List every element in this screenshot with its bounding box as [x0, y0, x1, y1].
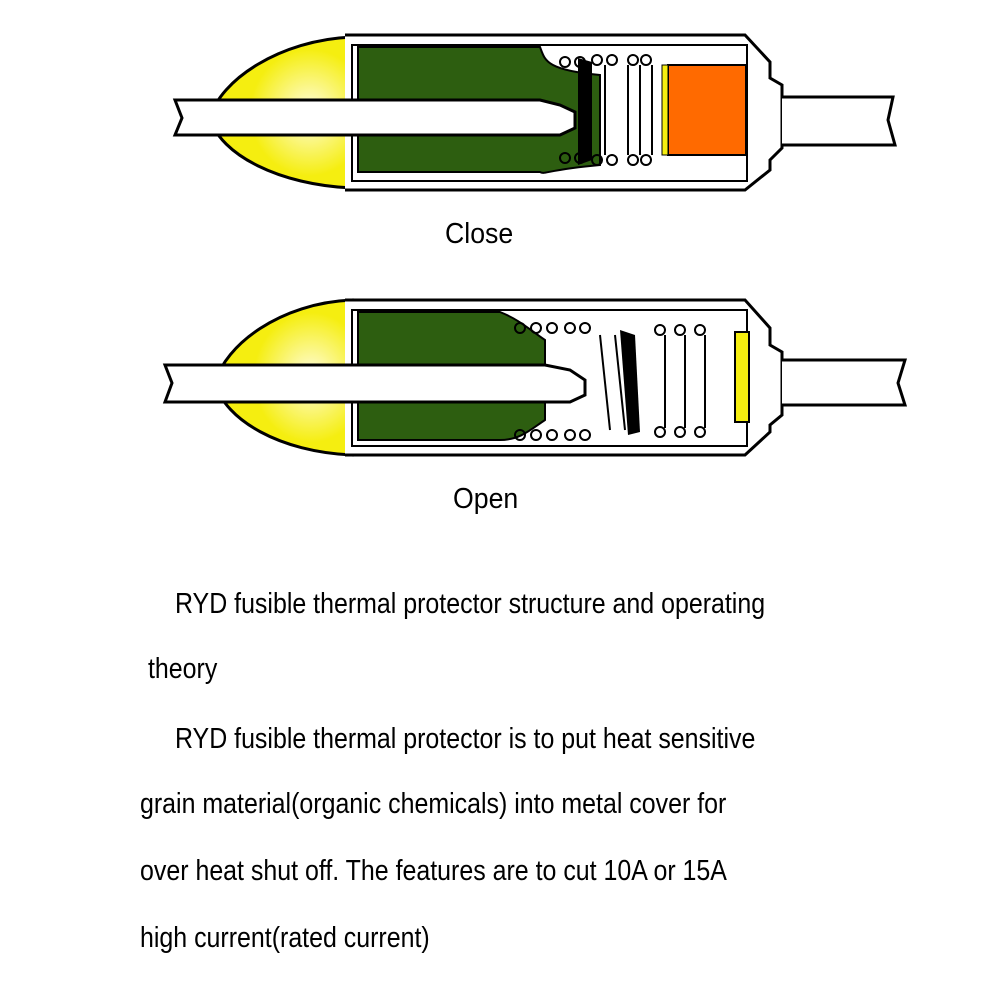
- description-line: high current(rated current): [140, 922, 430, 954]
- contact-plate: [578, 58, 592, 165]
- description-line: over heat shut off. The features are to …: [140, 855, 727, 887]
- closed-label: Close: [445, 218, 514, 250]
- orange-block: [667, 64, 747, 156]
- yellow-strip: [734, 331, 750, 423]
- right-lead-wire: [782, 95, 897, 147]
- left-lead-wire: [172, 98, 577, 137]
- left-lead-wire: [162, 363, 587, 404]
- right-lead-wire: [782, 358, 908, 407]
- description-line: RYD fusible thermal protector is to put …: [175, 723, 756, 755]
- closed-state-diagram: [172, 33, 897, 192]
- description-line: theory: [148, 653, 218, 685]
- open-label: Open: [453, 483, 519, 515]
- spring-coils: [514, 322, 706, 441]
- description-line: RYD fusible thermal protector structure …: [175, 588, 766, 620]
- description-line: grain material(organic chemicals) into m…: [140, 788, 727, 820]
- contact-plate: [620, 330, 640, 435]
- open-state-diagram: [162, 298, 908, 457]
